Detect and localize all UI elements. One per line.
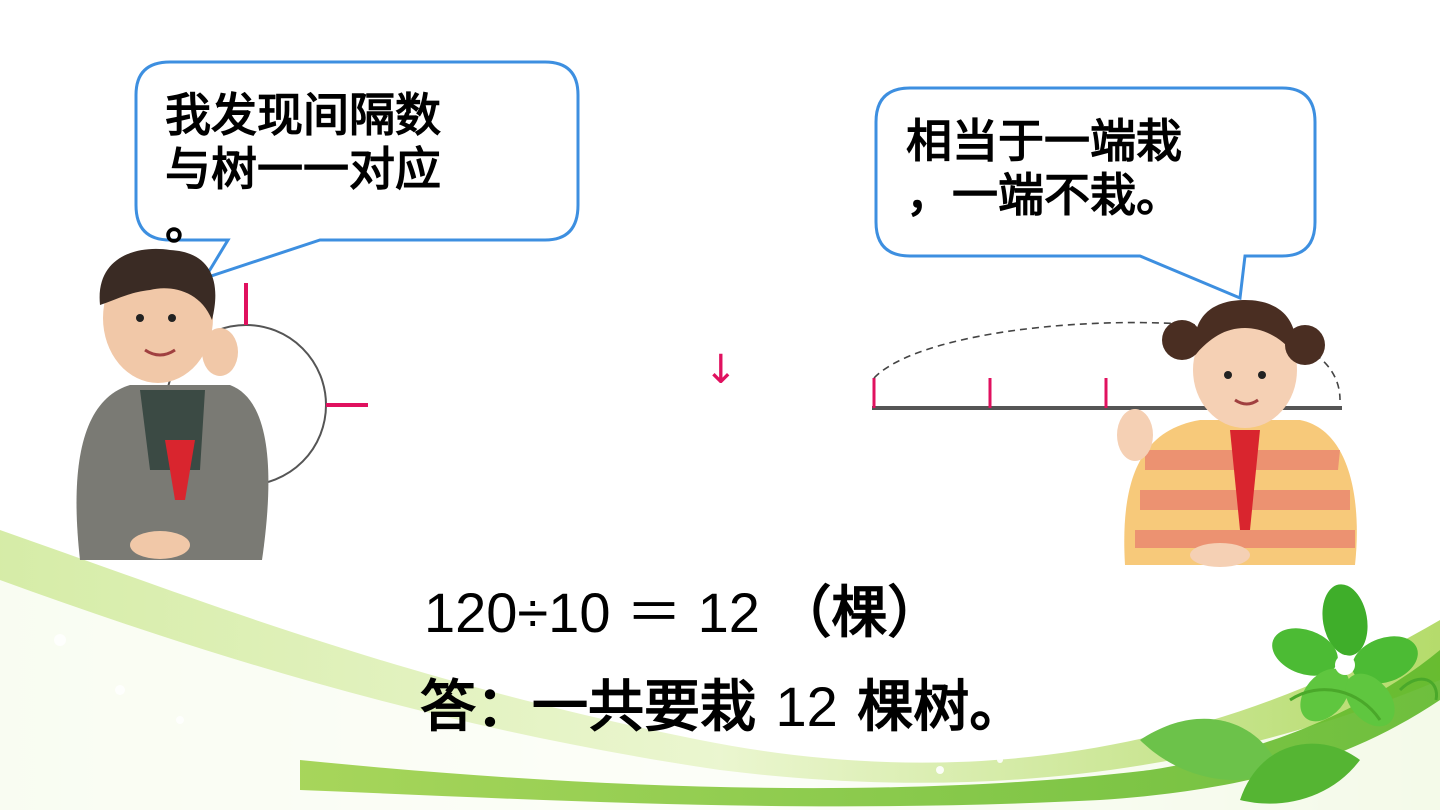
answer-prefix: 答：一共要栽 [420,675,776,740]
speech-bubble-right [874,86,1317,301]
bubble-right-line-2: ，一端不栽。 [906,168,1182,222]
speech-bubble-left [134,60,580,281]
wave-green [300,650,1440,807]
flower-icon [1272,584,1418,727]
bubble-left-line-3: 。 [165,196,211,250]
answer-line: 答：一共要栽 12 棵树。 [420,676,1025,739]
bubble-right-line-1: 相当于一端栽 [906,114,1182,168]
bubble-left-line-1: 我发现间隔数 [165,88,441,142]
equation-numbers: 120÷10 ＝ 12 [424,581,776,644]
answer-suffix: 棵树。 [837,675,1026,740]
wave-white [0,580,1440,810]
leaf-icon [1140,718,1280,780]
equation-unit: （棵） [775,581,944,646]
bubble-right-text: 相当于一端栽，一端不栽。 [906,114,1182,222]
equation-line: 120÷10 ＝ 12 （棵） [424,582,943,645]
bubble-left-text: 我发现间隔数与树一一对应。 [165,88,441,250]
answer-count: 12 [775,675,838,738]
bubble-left-line-2: 与树一一对应 [165,142,441,196]
leaf-icon [1240,743,1360,804]
down-arrow-icon: ↓ [704,347,738,393]
dashed-arc [873,321,1341,401]
